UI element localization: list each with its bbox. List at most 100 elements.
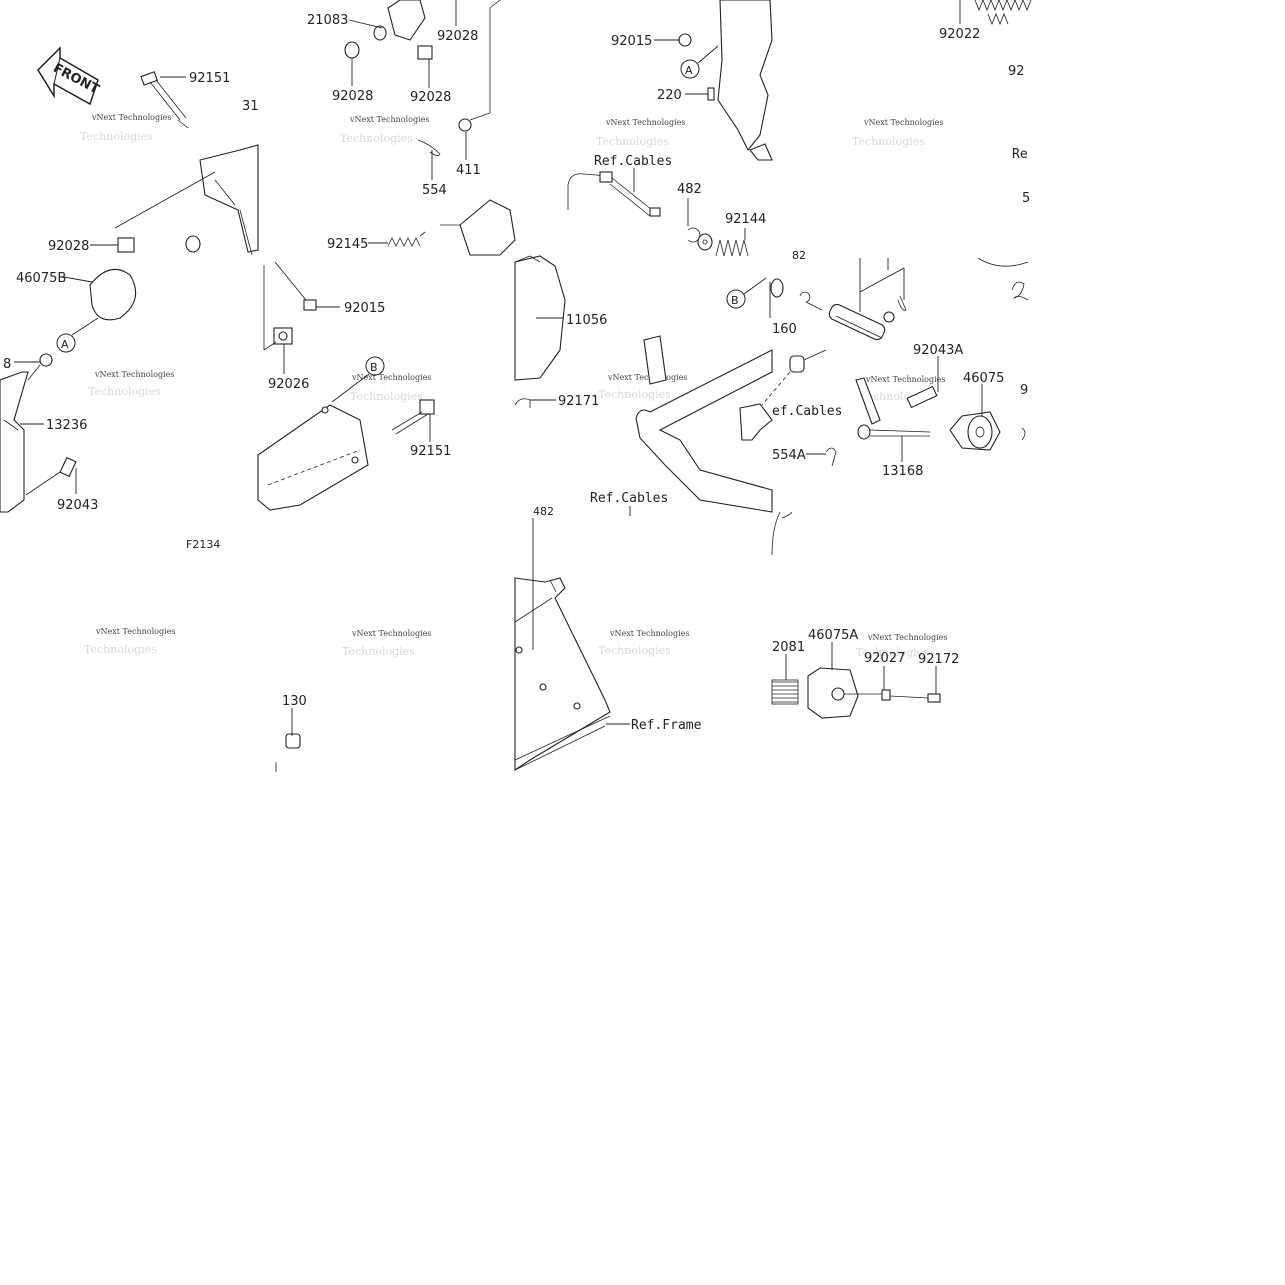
label-92026: 92026 bbox=[268, 377, 309, 392]
ref-cables-label: ef.Cables bbox=[772, 404, 842, 419]
svg-text:vNext Technologies: vNext Technologies bbox=[609, 629, 689, 638]
callout-a-top: A bbox=[680, 45, 719, 79]
svg-text:Technologies: Technologies bbox=[598, 644, 671, 657]
svg-text:vNext Technologies: vNext Technologies bbox=[867, 633, 947, 642]
label-13236: 13236 bbox=[46, 418, 87, 433]
label-482: 482 bbox=[677, 182, 702, 197]
svg-text:B: B bbox=[731, 294, 739, 307]
svg-text:Technologies: Technologies bbox=[856, 646, 929, 659]
clip-482b-part bbox=[799, 291, 823, 311]
label-21083: 21083 bbox=[307, 13, 348, 28]
svg-text:Technologies: Technologies bbox=[80, 130, 153, 143]
watermark: Technologies vNext Technologies bbox=[80, 113, 171, 143]
watermark: Technologies vNext Technologies bbox=[596, 118, 685, 148]
label-8: 8 bbox=[3, 357, 11, 372]
pin-92043a-part bbox=[906, 385, 938, 409]
label-92172: 92172 bbox=[918, 652, 959, 667]
bolt-92151-part bbox=[140, 71, 189, 129]
spring-92022-part bbox=[974, 0, 1032, 26]
svg-text:vNext Technologies: vNext Technologies bbox=[91, 113, 171, 122]
cable-rod-part bbox=[567, 171, 661, 217]
front-arrow-icon: FRONT bbox=[37, 46, 101, 106]
watermark: Technologies vNext Technologies bbox=[88, 370, 174, 398]
cable-curve-part bbox=[977, 257, 1029, 301]
leader-lines bbox=[14, 0, 983, 736]
label-482: 482 bbox=[533, 505, 554, 518]
ref-cables-label: Ref.Cables bbox=[590, 491, 668, 506]
cable-link-part bbox=[458, 0, 501, 132]
watermark: Technologies vNext Technologies bbox=[342, 629, 431, 658]
svg-text:vNext Technologies: vNext Technologies bbox=[351, 629, 431, 638]
watermark: Technologies vNext Technologies bbox=[350, 373, 431, 403]
plate-part bbox=[257, 404, 369, 511]
pin-92043-part bbox=[25, 456, 77, 496]
label-46075b: 46075B bbox=[16, 271, 66, 286]
pedal-bracket-part bbox=[114, 144, 259, 256]
svg-text:Technologies: Technologies bbox=[852, 135, 925, 148]
svg-text:A: A bbox=[61, 338, 69, 351]
callout-b-right: B bbox=[726, 277, 767, 309]
label-2081: 2081 bbox=[772, 640, 805, 655]
ref-partial-label: Re bbox=[1012, 147, 1028, 162]
label-92022: 92022 bbox=[939, 27, 980, 42]
svg-text:Technologies: Technologies bbox=[598, 388, 671, 401]
label-92028: 92028 bbox=[437, 29, 478, 44]
label-130: 130 bbox=[282, 694, 307, 709]
roller-46075-part bbox=[949, 411, 1026, 451]
label-554a: 554A bbox=[772, 448, 806, 463]
label-92043: 92043 bbox=[57, 498, 98, 513]
clip-92171-part bbox=[514, 398, 531, 408]
watermarks: Technologies vNext Technologies Technolog… bbox=[80, 113, 947, 659]
label-92015: 92015 bbox=[344, 301, 385, 316]
svg-text:vNext Technologies: vNext Technologies bbox=[351, 373, 431, 382]
label-92151: 92151 bbox=[410, 444, 451, 459]
label-92171: 92171 bbox=[558, 394, 599, 409]
label-13168: 13168 bbox=[882, 464, 923, 479]
clip-554-part bbox=[417, 139, 441, 156]
label-92151: 92151 bbox=[189, 71, 230, 86]
label-46075a: 46075A bbox=[808, 628, 858, 643]
pedal-arm-13236-part bbox=[0, 353, 53, 513]
svg-text:Technologies: Technologies bbox=[342, 645, 415, 658]
link-plate-part bbox=[828, 303, 886, 341]
svg-text:vNext Technologies: vNext Technologies bbox=[349, 115, 429, 124]
label-92145: 92145 bbox=[327, 237, 368, 252]
collar-92026-part bbox=[263, 265, 293, 351]
frame-arm-part bbox=[635, 335, 773, 513]
svg-text:Technologies: Technologies bbox=[596, 135, 669, 148]
svg-text:vNext Technologies: vNext Technologies bbox=[865, 375, 945, 384]
label-11056: 11056 bbox=[566, 313, 607, 328]
part-labels: 21083 92028 92015 92022 92 92151 220 920… bbox=[3, 13, 1030, 709]
label-92027: 92027 bbox=[864, 651, 905, 666]
svg-text:vNext Technologies: vNext Technologies bbox=[863, 118, 943, 127]
spring-92144-part bbox=[715, 239, 749, 257]
label-92028: 92028 bbox=[410, 90, 451, 105]
washer-160-part bbox=[770, 278, 784, 298]
svg-text:vNext Technologies: vNext Technologies bbox=[94, 370, 174, 379]
svg-text:vNext Technologies: vNext Technologies bbox=[95, 627, 175, 636]
label-92028: 92028 bbox=[332, 89, 373, 104]
label-92015: 92015 bbox=[611, 34, 652, 49]
ref-cables-label: Ref.Cables bbox=[594, 154, 672, 169]
label-46075: 46075 bbox=[963, 371, 1004, 386]
label-160: 160 bbox=[772, 322, 797, 337]
label-554: 554 bbox=[422, 183, 447, 198]
footboard-part bbox=[514, 577, 611, 772]
svg-text:A: A bbox=[685, 64, 693, 77]
bolt-92172-part bbox=[927, 693, 941, 703]
label-411: 411 bbox=[456, 163, 481, 178]
svg-text:vNext Technologies: vNext Technologies bbox=[605, 118, 685, 127]
knob-46075b-part bbox=[71, 268, 137, 336]
bolt-130-part bbox=[275, 733, 301, 772]
washer-small-part bbox=[883, 295, 907, 323]
svg-text:Technologies: Technologies bbox=[350, 390, 423, 403]
watermark: Technologies vNext Technologies bbox=[856, 633, 947, 659]
reference-labels: Ref.Cables Re ef.Cables Ref.Cables Ref.F… bbox=[590, 147, 1028, 733]
label-f2134: F2134 bbox=[186, 538, 220, 551]
svg-text:Technologies: Technologies bbox=[88, 385, 161, 398]
label-92043a: 92043A bbox=[913, 343, 963, 358]
